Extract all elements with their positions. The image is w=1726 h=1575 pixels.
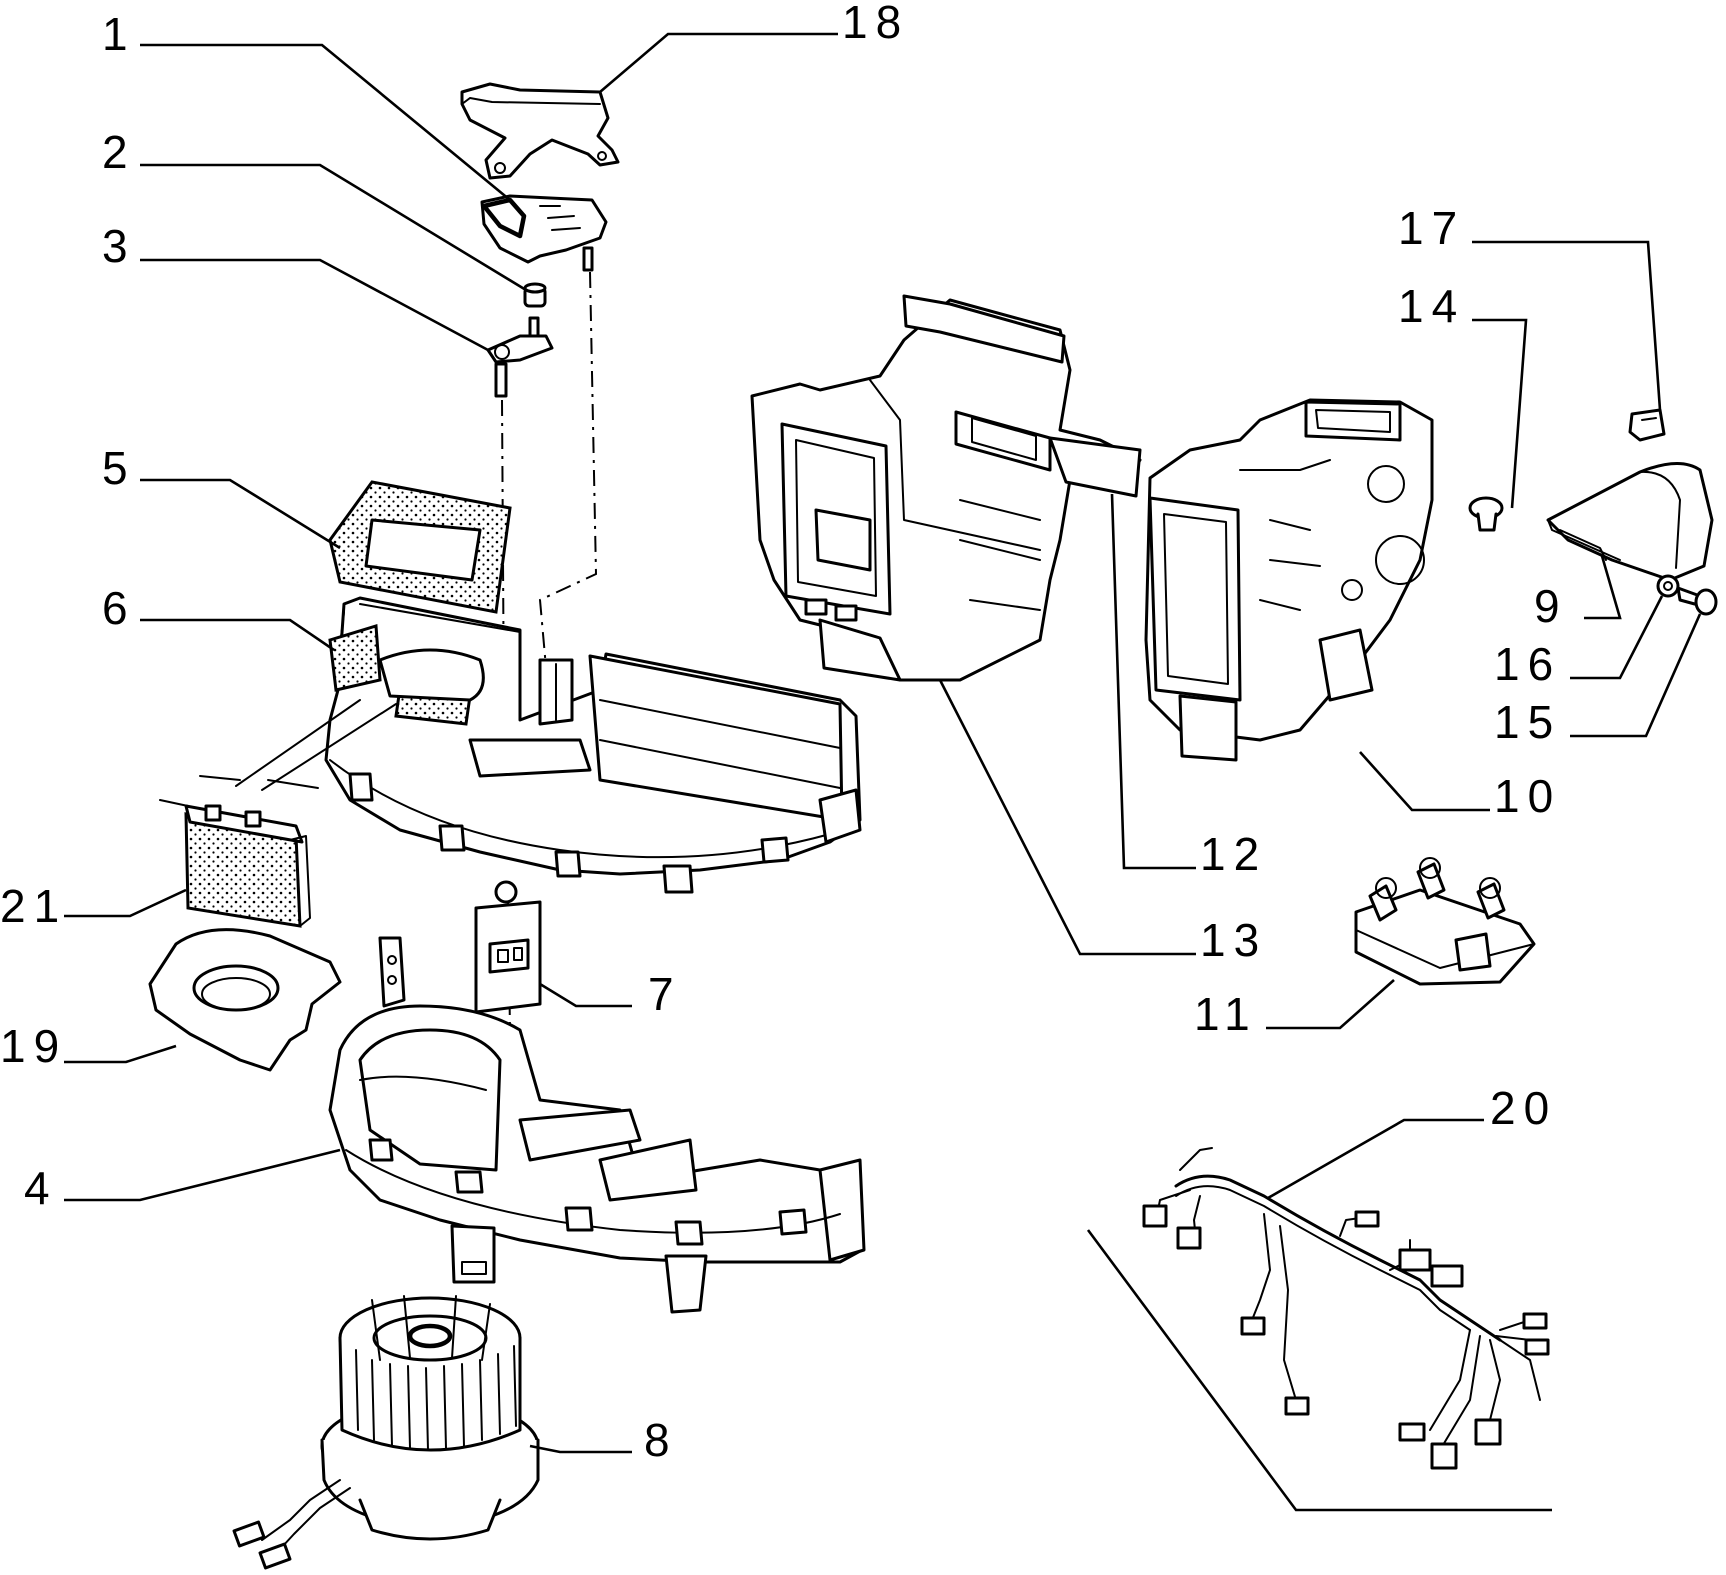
leader-3 [140, 258, 489, 352]
part-1-actuator [480, 194, 608, 272]
callout-11: 11 [1194, 988, 1258, 1040]
part-21-filter [159, 699, 397, 928]
callout-15: 15 [1494, 696, 1561, 748]
callout-9: 9 [1534, 580, 1568, 632]
part-4-lower-housing [328, 936, 866, 1314]
part-5-gasket [328, 480, 512, 614]
callout-6: 6 [102, 582, 136, 634]
leader-5 [140, 478, 341, 550]
callout-20: 20 [1490, 1082, 1557, 1134]
part-16-nut [1656, 574, 1680, 598]
leader-7 [539, 982, 632, 1008]
callout-18: 18 [842, 0, 909, 48]
leader-20b [1086, 1229, 1552, 1512]
leader-15 [1570, 613, 1702, 738]
part-18-bracket [460, 82, 620, 180]
leader-1 [140, 43, 511, 202]
part-3-lever [486, 316, 554, 398]
callout-10: 10 [1494, 770, 1561, 822]
leader-10 [1359, 751, 1490, 812]
callout-8: 8 [644, 1414, 678, 1466]
leader-11 [1266, 979, 1395, 1030]
leader-8 [529, 1444, 632, 1454]
leader-9 [1584, 555, 1622, 620]
callout-21: 21 [0, 880, 67, 932]
part-12-heater-box-right [1144, 398, 1434, 762]
callout-5: 5 [102, 442, 136, 494]
part-11-switch-block [1354, 857, 1536, 986]
callout-14: 14 [1398, 280, 1465, 332]
callout-1: 1 [102, 8, 136, 60]
part-8-blower-motor [232, 1295, 540, 1570]
callout-16: 16 [1494, 638, 1561, 690]
callout-13: 13 [1200, 914, 1267, 966]
callout-7: 7 [648, 968, 682, 1020]
leader-12 [1110, 493, 1196, 870]
callout-12: 12 [1200, 828, 1267, 880]
leader-17 [1472, 240, 1662, 411]
part-6-upper-housing [324, 596, 862, 894]
callout-17: 17 [1398, 202, 1465, 254]
part-14-push-pin [1468, 496, 1504, 532]
callout-19: 19 [0, 1020, 67, 1072]
leader-21 [64, 888, 187, 918]
part-17-clip [1628, 408, 1666, 442]
callout-2: 2 [102, 126, 136, 178]
leader-20 [1267, 1118, 1484, 1200]
part-19-flange-plate [148, 928, 342, 1072]
part-15-screw [1676, 586, 1718, 616]
part-2-bushing [523, 282, 547, 308]
leader-4 [64, 1148, 341, 1202]
leader-19 [64, 1044, 177, 1064]
leader-18 [599, 32, 838, 93]
leader-2 [140, 163, 527, 292]
part-20-wiring-harness [1142, 1147, 1550, 1470]
leader-13 [938, 679, 1196, 956]
leader-6 [140, 618, 335, 652]
leader-16 [1570, 595, 1664, 680]
part-7-resistor [474, 880, 542, 1014]
callout-3: 3 [102, 220, 136, 272]
part-13-heater-box-left [750, 294, 1142, 682]
leader-lines [64, 32, 1702, 1512]
callout-labels: 1 2 3 4 5 6 7 8 9 10 11 12 13 14 15 16 1… [0, 0, 1568, 1466]
leader-14 [1472, 318, 1528, 509]
part-9-cover [1546, 461, 1714, 582]
callout-4: 4 [24, 1162, 58, 1214]
